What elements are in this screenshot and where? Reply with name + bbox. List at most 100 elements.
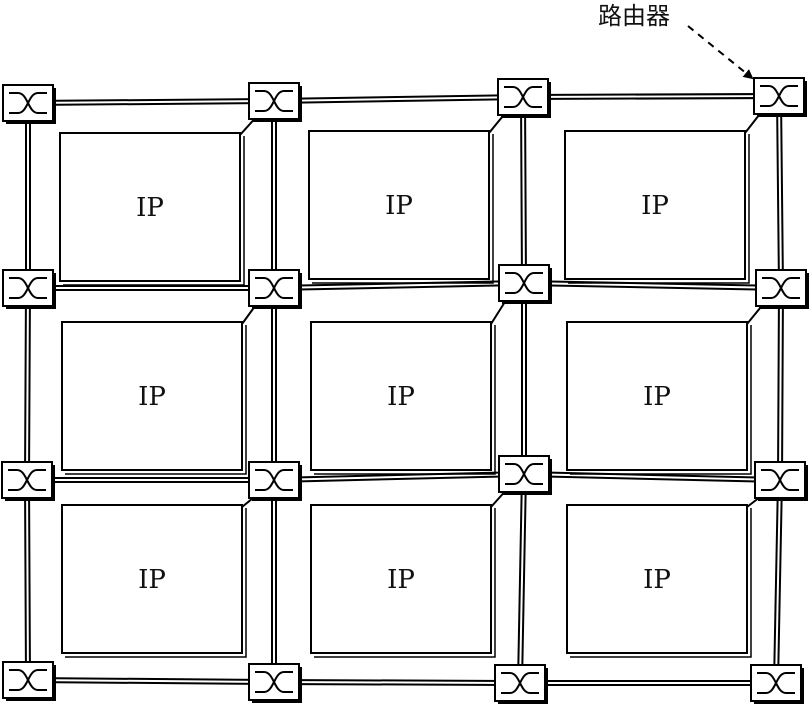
vertical-link-2-0-1 — [28, 479, 31, 681]
router-crossbar-icon — [760, 85, 798, 107]
horizontal-link-2-2-0 — [523, 471, 781, 479]
ip-block-frame — [59, 132, 241, 282]
router-crossbar-icon — [255, 90, 293, 112]
router-crossbar-icon — [9, 92, 47, 114]
horizontal-link-2-1-1 — [273, 475, 525, 483]
router-2-1 — [248, 461, 302, 501]
ip-label: IP — [641, 191, 669, 221]
router-3-2 — [494, 664, 548, 704]
ip-block-frame — [566, 321, 748, 471]
router-crossbar-icon — [505, 463, 543, 485]
vertical-link-0-3-1 — [780, 95, 784, 289]
horizontal-link-0-0-0 — [27, 98, 275, 102]
horizontal-link-3-1-0 — [273, 679, 521, 682]
ip-block-shadow — [65, 325, 247, 475]
router-crossbar-icon — [505, 272, 543, 294]
router-2-3 — [754, 461, 808, 501]
router-frame — [750, 664, 802, 702]
router-crossbar-icon — [504, 86, 542, 108]
horizontal-link-0-1-1 — [273, 98, 524, 104]
router-crossbar-icon — [761, 469, 799, 491]
vertical-link-0-2-1 — [524, 96, 527, 284]
ip-block-1-1: IP — [310, 296, 509, 475]
ip-block-shadow — [312, 134, 494, 284]
router-crossbar-icon — [9, 669, 47, 691]
ip-label: IP — [138, 565, 166, 595]
router-1-1 — [248, 269, 302, 309]
ip-label: IP — [136, 193, 164, 223]
router-0-0 — [2, 84, 56, 124]
horizontal-link-1-2-1 — [523, 284, 782, 291]
ip-block-shadow — [63, 136, 245, 286]
router-crossbar-icon — [255, 469, 293, 491]
ip-block-1-2: IP — [566, 301, 766, 475]
ip-block-shadow — [314, 508, 496, 658]
ip-block-2-1: IP — [310, 487, 509, 658]
router-grid — [1, 77, 809, 704]
ip-label: IP — [387, 382, 415, 412]
ip-block-0-0: IP — [59, 114, 259, 286]
ip-label: IP — [385, 191, 413, 221]
router-crossbar-icon — [501, 672, 539, 694]
vertical-link-2-2-0 — [517, 473, 523, 684]
ip-block-frame — [308, 130, 490, 280]
router-1-3 — [755, 269, 809, 309]
mesh-links — [24, 93, 784, 686]
horizontal-link-0-2-1 — [522, 97, 780, 100]
ip-block-frame — [61, 321, 243, 471]
router-1-0 — [2, 269, 56, 309]
ip-block-frame — [566, 504, 748, 654]
router-crossbar-icon — [9, 277, 47, 299]
router-2-2 — [498, 455, 552, 495]
horizontal-link-2-2-1 — [523, 475, 781, 483]
ip-label: IP — [387, 565, 415, 595]
ip-block-frame — [564, 130, 746, 280]
ip-block-frame — [61, 504, 243, 654]
horizontal-link-0-2-0 — [522, 93, 780, 96]
horizontal-link-3-0-1 — [27, 681, 275, 685]
router-3-1 — [248, 663, 302, 703]
dashed-arrow-icon — [687, 25, 754, 80]
router-0-1 — [248, 82, 302, 122]
vertical-link-1-3-1 — [781, 287, 784, 481]
router-crossbar-icon — [762, 277, 800, 299]
ip-block-frame — [310, 504, 492, 654]
router-callout-label: 路由器 — [598, 2, 670, 30]
ip-label: IP — [643, 565, 671, 595]
ip-block-shadow — [570, 508, 752, 658]
router-1-2 — [498, 264, 552, 304]
vertical-link-2-2-1 — [521, 473, 527, 684]
router-crossbar-icon — [8, 469, 46, 491]
router-0-3 — [753, 77, 807, 117]
ip-block-shadow — [65, 508, 247, 658]
vertical-link-1-0-1 — [28, 287, 31, 481]
ip-block-0-2: IP — [564, 109, 764, 284]
horizontal-link-2-1-0 — [273, 471, 525, 479]
vertical-link-1-3-0 — [777, 287, 780, 481]
router-frame — [755, 269, 807, 307]
vertical-link-0-2-0 — [520, 96, 523, 284]
ip-block-shadow — [568, 134, 750, 284]
ip-block-0-1: IP — [308, 110, 508, 284]
router-0-2 — [497, 78, 551, 118]
ip-label: IP — [643, 382, 671, 412]
horizontal-link-3-0-0 — [27, 677, 275, 681]
vertical-link-2-0-0 — [24, 479, 27, 681]
ip-block-frame — [310, 321, 492, 471]
router-2-0 — [1, 461, 55, 501]
router-frame — [498, 455, 550, 493]
router-3-3 — [750, 664, 804, 704]
ip-block-shadow — [314, 325, 496, 475]
router-crossbar-icon — [757, 672, 795, 694]
ip-block-shadow — [570, 325, 752, 475]
router-crossbar-icon — [255, 277, 293, 299]
ip-block-2-0: IP — [61, 493, 259, 658]
horizontal-link-1-1-1 — [273, 284, 525, 291]
horizontal-link-3-1-1 — [273, 683, 521, 686]
vertical-link-1-0-0 — [24, 287, 27, 481]
horizontal-link-0-1-0 — [273, 94, 524, 100]
router-crossbar-icon — [255, 671, 293, 693]
vertical-link-0-3-0 — [776, 95, 780, 289]
